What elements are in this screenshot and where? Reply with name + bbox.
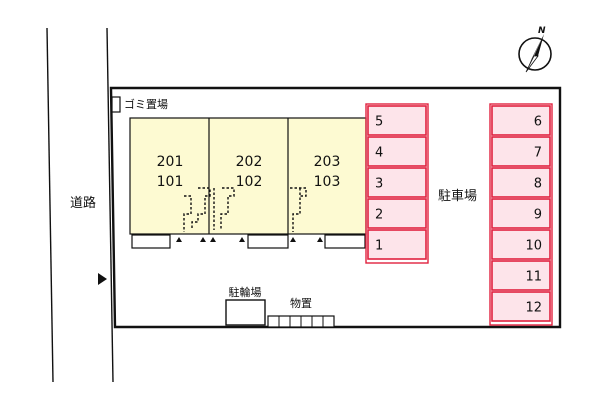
unit-103-label: 103 [314, 174, 341, 190]
building-body [129, 117, 367, 235]
compass-letter: N [538, 26, 546, 36]
parking-slot-4 [367, 136, 427, 167]
unit-101-label: 101 [157, 174, 184, 190]
parking-slot-1 [367, 229, 427, 260]
bicycle-parking-box [225, 299, 266, 326]
parking-column-frame [365, 103, 429, 264]
parking-left-column: 5 4 3 2 1 [365, 103, 429, 264]
unit-201-label: 201 [157, 154, 184, 170]
parking-slot-9-label: 9 [534, 208, 542, 223]
parking-slot-7-label: 7 [534, 146, 542, 161]
bicycle-parking-label: 駐輪場 [229, 285, 262, 299]
parking-slot-11 [491, 260, 551, 291]
site-boundary [109, 86, 562, 329]
parking-slot-1-label: 1 [375, 239, 383, 254]
parking-slot-3-label: 3 [375, 177, 383, 192]
storage-label: 物置 [290, 296, 312, 310]
parking-slot-4-label: 4 [375, 146, 383, 161]
storage-units [267, 315, 335, 328]
parking-slot-5-label: 5 [375, 115, 383, 130]
parking-slot-6-label: 6 [534, 115, 542, 130]
parking-slot-10-label: 10 [525, 239, 542, 254]
parking-slot-2 [367, 198, 427, 229]
parking-label: 駐車場 [438, 189, 477, 204]
garbage-label: ゴミ置場 [124, 97, 168, 111]
parking-slot-7 [491, 136, 551, 167]
parking-slot-6 [491, 105, 551, 136]
entrance-arrow-icon [98, 273, 107, 285]
parking-slot-10 [491, 229, 551, 260]
garbage-box [111, 96, 121, 113]
parking-slot-8-label: 8 [534, 177, 542, 192]
building: 201 101 202 102 203 103 [129, 117, 367, 249]
unit-102-label: 102 [236, 174, 263, 190]
road-edge-right [106, 27, 114, 383]
parking-slot-12 [491, 291, 551, 322]
road-edge-left [46, 27, 54, 383]
parking-right-column: 6 7 8 9 10 11 12 [489, 103, 553, 326]
unit-202-label: 202 [236, 154, 263, 170]
parking-slot-3 [367, 167, 427, 198]
parking-column-frame [489, 103, 553, 326]
parking-slot-11-label: 11 [525, 270, 542, 285]
parking-slot-5 [367, 105, 427, 136]
parking-slot-12-label: 12 [525, 301, 542, 316]
parking-slot-2-label: 2 [375, 208, 383, 223]
road-label: 道路 [70, 195, 96, 211]
north-arrow-icon: N [518, 26, 552, 73]
unit-203-label: 203 [314, 154, 341, 170]
parking-slot-8 [491, 167, 551, 198]
parking-slot-9 [491, 198, 551, 229]
